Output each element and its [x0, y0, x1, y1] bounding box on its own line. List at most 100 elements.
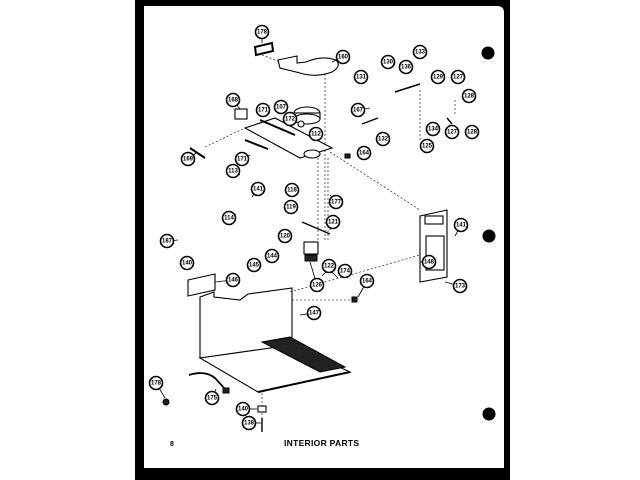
callout-129: 129 [430, 69, 446, 85]
callout-label: 114 [224, 216, 234, 222]
callout-circle [321, 258, 337, 274]
gasket-part [253, 41, 275, 57]
callout-circle [255, 102, 271, 118]
callout-circle [284, 182, 300, 198]
callout-114: 114 [221, 210, 237, 226]
blower-duct-part [261, 54, 339, 240]
callout-circle [221, 210, 237, 226]
connector-part [351, 296, 358, 303]
callout-label: 129 [433, 75, 444, 81]
callout-171: 171 [234, 151, 251, 167]
callout-131: 131 [353, 69, 369, 85]
callout-circle [306, 305, 322, 321]
callout-122: 122 [321, 258, 337, 274]
callout-label: 120 [280, 234, 291, 240]
binder-hole-middle [482, 229, 496, 243]
callout-128: 128 [461, 88, 477, 104]
clip-part [344, 153, 351, 159]
callout-circle [453, 217, 469, 233]
callout-label: 173 [455, 284, 466, 290]
callout-label: 164 [359, 151, 370, 157]
callout-circle [180, 151, 196, 167]
label-part [234, 108, 248, 120]
callout-130: 130 [380, 54, 396, 70]
callout-circle [450, 69, 466, 85]
callout-label: 146 [228, 278, 239, 284]
callout-141: 141 [453, 217, 469, 237]
callout-circle [246, 257, 262, 273]
callout-circle [282, 111, 298, 127]
callout-146: 146 [214, 272, 241, 288]
callout-circle [225, 272, 241, 288]
callout-141: 141 [250, 181, 266, 198]
callout-circle [235, 401, 251, 417]
callout-168: 168 [225, 92, 241, 110]
callout-175: 175 [204, 388, 220, 406]
callout-118: 118 [284, 182, 300, 198]
callout-circle [335, 49, 351, 65]
callout-112: 112 [308, 126, 324, 142]
callout-label: 122 [324, 264, 335, 270]
callout-173: 173 [444, 278, 468, 294]
callout-label: 172 [285, 117, 296, 123]
callout-label: 174 [340, 269, 351, 275]
callout-144: 144 [264, 248, 280, 264]
callout-circle [273, 99, 289, 115]
binder-hole-top [481, 46, 495, 60]
damper-bracket-part [301, 221, 331, 262]
callout-label: 187 [162, 239, 173, 245]
callout-136: 136 [398, 59, 414, 75]
callout-148: 148 [420, 254, 437, 270]
callout-circle [350, 102, 366, 118]
callout-label: 121 [328, 220, 339, 226]
callout-label: 119 [286, 205, 296, 211]
callout-circle [452, 278, 468, 294]
fan-part [293, 106, 321, 128]
callout-circle [159, 233, 175, 249]
callout-label: 125 [422, 144, 433, 150]
callout-label: 178 [151, 381, 162, 387]
callout-label: 136 [401, 65, 412, 71]
bracket-part [187, 273, 216, 297]
callout-circle [375, 131, 391, 147]
callout-label: 169 [183, 157, 194, 163]
callout-label: 140 [182, 261, 193, 267]
callout-circle [461, 88, 477, 104]
callout-140: 140 [179, 255, 195, 271]
callout-label: 171 [237, 157, 248, 163]
callout-label: 126 [312, 283, 323, 289]
callout-164: 164 [357, 273, 375, 298]
callout-label: 171 [258, 108, 269, 114]
callout-circle [241, 415, 257, 431]
callout-circle [359, 273, 375, 289]
callout-label: 134 [428, 127, 439, 133]
callout-circle [148, 375, 164, 391]
callout-140: 140 [235, 401, 257, 417]
callout-119: 119 [283, 199, 299, 215]
callout-circle [444, 124, 460, 140]
callout-label: 147 [309, 311, 320, 317]
callout-126: 126 [309, 261, 325, 293]
callout-label: 168 [228, 98, 239, 104]
mounting-plate-part [189, 117, 421, 211]
callout-187: 187 [159, 233, 179, 249]
callout-label: 131 [356, 75, 367, 81]
callout-label: 127 [453, 75, 464, 81]
damper-control-assembly [361, 83, 456, 140]
callout-label: 175 [207, 396, 218, 402]
callout-circle [179, 255, 195, 271]
callout-circle [353, 69, 369, 85]
callout-circle [234, 151, 250, 167]
callout-label: 160 [338, 55, 349, 61]
callout-circle [380, 54, 396, 70]
callout-171: 171 [255, 102, 271, 118]
callout-label: 138 [244, 421, 255, 427]
callout-circle [283, 199, 299, 215]
callout-circle [337, 263, 353, 279]
callout-circle [225, 163, 241, 179]
callout-label: 107 [276, 105, 287, 111]
callout-120: 120 [277, 228, 293, 244]
callout-circle [419, 138, 435, 154]
callout-label: 132 [378, 137, 389, 143]
callout-circle [309, 277, 325, 293]
